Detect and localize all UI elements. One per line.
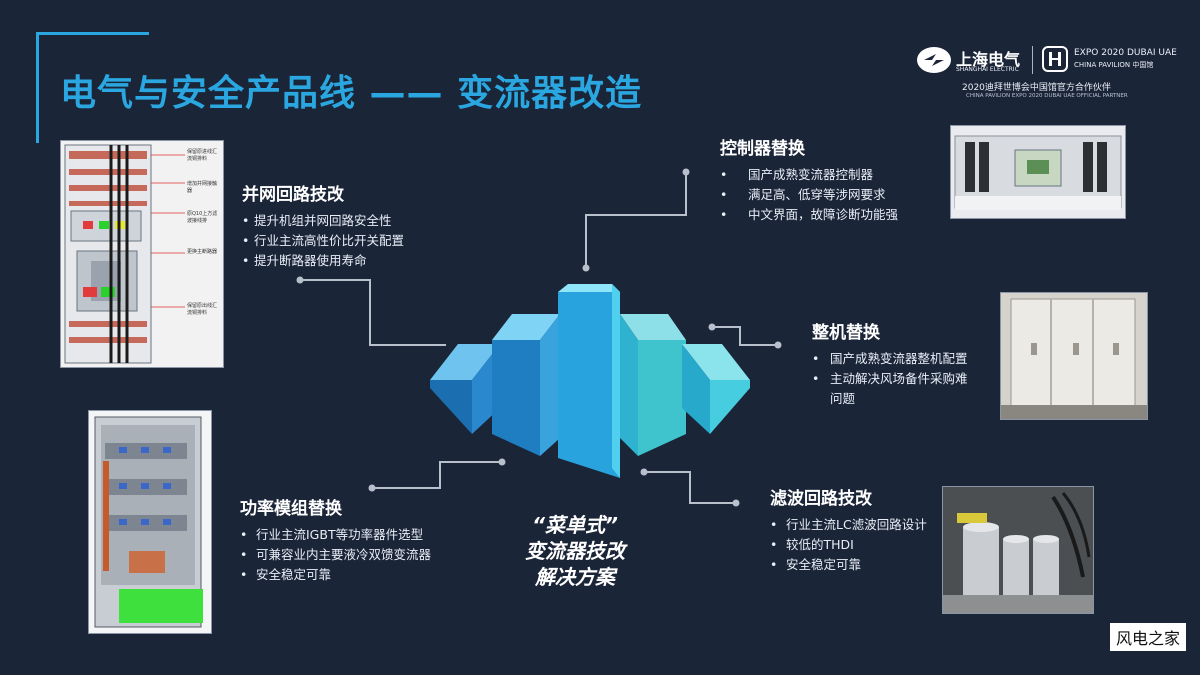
- grid-cabinet-drawing: [64, 144, 185, 364]
- partner-cn: 2020迪拜世博会中国馆官方合作伙伴: [962, 83, 1111, 93]
- page-title: 电气与安全产品线 —— 变流器改造: [60, 73, 643, 114]
- controller-image: [950, 125, 1126, 219]
- connector-dot-grid: [296, 276, 304, 284]
- logo-divider: [1032, 46, 1033, 74]
- center-line1: “菜单式”: [532, 513, 618, 537]
- connector-dot-whole: [774, 341, 782, 349]
- expo-line1: EXPO 2020 DUBAI UAE: [1074, 48, 1177, 58]
- controller-drawing: [954, 135, 1122, 210]
- list-item: •行业主流高性价比开关配置: [242, 233, 405, 248]
- cabinet-label-1: 保留原进线汇流铜排料: [187, 149, 218, 162]
- list-item: •主动解决风场备件采购难: [812, 371, 968, 386]
- expo-line2: CHINA PAVILION 中国馆: [1074, 61, 1154, 69]
- connector-dot-controller: [682, 168, 690, 176]
- list-item: •提升断路器使用寿命: [242, 253, 367, 268]
- center-caption: “菜单式” 变流器技改 解决方案: [500, 512, 650, 590]
- list-item: •国产成熟变流器整机配置: [812, 351, 968, 366]
- china-pavilion-icon: [1042, 46, 1068, 72]
- section-whole: 整机替换 •国产成熟变流器整机配置 •主动解决风场备件采购难 问题: [812, 318, 968, 409]
- list-item: •提升机组并网回路安全性: [242, 213, 392, 228]
- section-controller-title: 控制器替换: [720, 139, 805, 159]
- cabinet-label-q10: 原Q10上方滤波接线排: [187, 211, 218, 224]
- list-item: •满足高、低穿等涉网要求: [720, 187, 886, 202]
- power-module-drawing: [94, 416, 203, 628]
- center-prism-graphic: [430, 284, 750, 478]
- cabinet-label-3: 更换主断路器: [187, 249, 218, 255]
- list-item: •国产成熟变流器控制器: [720, 167, 874, 182]
- center-line3: 解决方案: [535, 565, 615, 589]
- section-grid: 并网回路技改 •提升机组并网回路安全性 •行业主流高性价比开关配置 •提升断路器…: [242, 180, 404, 271]
- shanghai-electric-logo-icon: [917, 47, 951, 73]
- cabinet-label-2: 增加并网接触器: [187, 181, 218, 194]
- power-module-image: [88, 410, 212, 634]
- section-controller: 控制器替换 •国产成熟变流器控制器 •满足高、低穿等涉网要求 •中文界面，故障诊…: [720, 134, 898, 225]
- section-filter-title: 滤波回路技改: [770, 489, 872, 509]
- list-item: •行业主流LC滤波回路设计: [770, 517, 927, 532]
- section-power: 功率模组替换 •行业主流IGBT等功率器件选型 •可兼容业内主要液冷双馈变流器 …: [240, 494, 431, 585]
- cabinet-label-4: 保留原出线汇流铜排料: [187, 303, 218, 316]
- list-item: •较低的THDI: [770, 537, 854, 552]
- filter-drawing: [943, 487, 1093, 613]
- brand-cn: 上海电气: [956, 50, 1021, 69]
- title-bracket: [36, 32, 149, 143]
- section-filter: 滤波回路技改 •行业主流LC滤波回路设计 •较低的THDI •安全稳定可靠: [770, 484, 927, 575]
- section-grid-title: 并网回路技改: [242, 185, 344, 205]
- filter-image: [942, 486, 1094, 614]
- section-power-title: 功率模组替换: [240, 499, 342, 519]
- grid-cabinet-image: 保留原进线汇流铜排料 增加并网接触器 原Q10上方滤波接线排 更换主断路器 保留…: [60, 140, 224, 368]
- connector-dot-filter: [732, 499, 740, 507]
- list-item: •安全稳定可靠: [240, 567, 332, 582]
- list-item: 问题: [830, 391, 856, 406]
- logo-area: 上海电气 SHANGHAI ELECTRIC EXPO 2020 DUBAI U…: [916, 44, 1186, 90]
- list-item: •行业主流IGBT等功率器件选型: [240, 527, 424, 542]
- section-whole-title: 整机替换: [812, 323, 880, 343]
- watermark: 风电之家: [1109, 623, 1186, 651]
- connector-dot-power: [368, 484, 376, 492]
- whole-unit-drawing: [1001, 298, 1147, 419]
- list-item: •安全稳定可靠: [770, 557, 862, 572]
- list-item: •可兼容业内主要液冷双馈变流器: [240, 547, 432, 562]
- brand-en: SHANGHAI ELECTRIC: [956, 66, 1019, 73]
- partner-en: CHINA PAVILION EXPO 2020 DUBAI UAE OFFIC…: [966, 93, 1128, 99]
- whole-unit-image: [1000, 292, 1148, 420]
- list-item: •中文界面，故障诊断功能强: [720, 207, 899, 222]
- center-line2: 变流器技改: [525, 539, 625, 563]
